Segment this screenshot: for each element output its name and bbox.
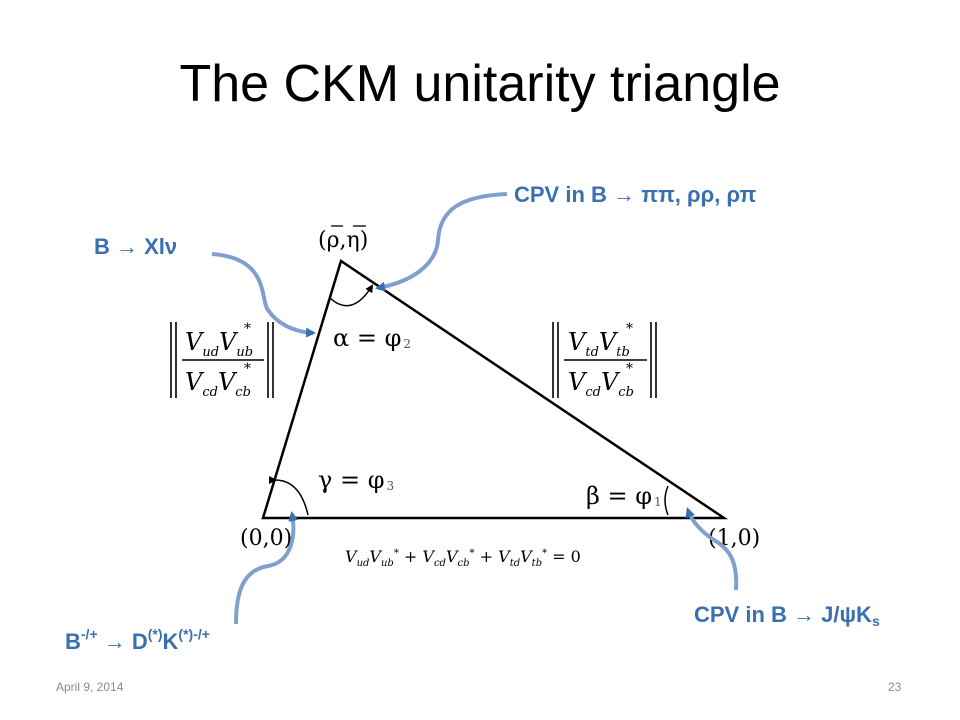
gamma-process-charge: -/+: [80, 626, 98, 642]
arrow-beta: [685, 507, 739, 591]
label-gamma-process: B-/+ → D(*)K(*)-/+: [65, 626, 210, 655]
gamma-text: γ = φ: [318, 466, 385, 494]
svg-text:VudVub: VudVub: [185, 328, 253, 360]
cpv-beta-text: CPV in B → J/ψK: [694, 602, 872, 627]
origin-label: (0,0): [240, 526, 292, 551]
arrow-gamma: [234, 511, 299, 625]
label-cpv-alpha: CPV in B → ππ, ρρ, ρπ: [514, 182, 757, 207]
right-side-length: VtdVtb * VcdVcb *: [552, 321, 657, 400]
label-cpv-beta: CPV in B → J/ψKs: [694, 602, 880, 629]
beta-subscript: 1: [654, 495, 662, 509]
label-semileptonic: B → Xlν: [94, 234, 178, 259]
svg-text:VtdVtb: VtdVtb: [568, 328, 630, 360]
beta-text: β = φ: [586, 482, 652, 510]
footer-page-number: 23: [888, 680, 902, 694]
left-side-length: VudVub * VcdVcb *: [170, 321, 274, 400]
alpha-angle-arc: [329, 284, 374, 307]
svg-text:*: *: [626, 361, 633, 377]
gamma-process-d: → D: [97, 629, 148, 654]
svg-text:VcdVcb: VcdVcb: [185, 368, 251, 400]
beta-angle-arc: [664, 485, 669, 516]
arrow-alpha: [375, 192, 508, 292]
one-zero-label: (1,0): [708, 526, 760, 551]
alpha-text: α = φ: [333, 324, 401, 352]
gamma-process-k: K: [162, 629, 179, 654]
svg-text:*: *: [244, 321, 251, 337]
gamma-subscript: 3: [387, 479, 395, 493]
apex-label: (ρ,η): [318, 228, 368, 253]
gamma-process-dstar: (*): [147, 626, 163, 642]
gamma-angle-arc: [268, 475, 309, 516]
slide-title: The CKM unitarity triangle: [179, 55, 781, 113]
svg-text:*: *: [626, 321, 633, 337]
gamma-process-kstar: (*)-/+: [178, 626, 210, 642]
arrow-semileptonic: [211, 252, 316, 338]
gamma-process-b: B: [65, 629, 81, 654]
unitarity-triangle: [261, 259, 729, 520]
cpv-beta-subscript: s: [871, 613, 880, 629]
svg-text:VcdVcb: VcdVcb: [568, 368, 634, 400]
svg-text:*: *: [244, 361, 251, 377]
footer-date: April 9, 2014: [56, 680, 124, 694]
alpha-subscript: 2: [403, 337, 411, 351]
unitarity-relation: VudVub* + VcdVcb* + VtdVtb* = 0: [345, 547, 581, 569]
